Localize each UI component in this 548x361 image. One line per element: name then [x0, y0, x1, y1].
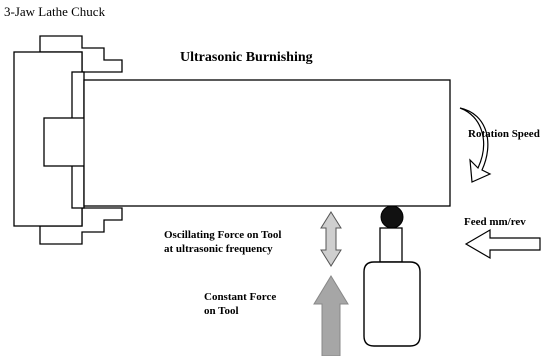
- tool-body: [363, 261, 421, 347]
- burnishing-ball-icon: [380, 205, 404, 229]
- oscillating-force-label: Oscillating Force on Tool at ultrasonic …: [164, 229, 282, 255]
- rotation-arrow-icon: [459, 107, 492, 183]
- tool-neck: [379, 227, 403, 263]
- feed-label: Feed mm/rev: [464, 216, 526, 228]
- diagram-title: Ultrasonic Burnishing: [180, 50, 313, 65]
- rotation-speed-label: Rotation Speed: [468, 128, 540, 140]
- oscillating-arrow-icon: [320, 211, 342, 267]
- constant-force-label: Constant Force on Tool: [204, 291, 277, 317]
- chuck-label: 3-Jaw Lathe Chuck: [4, 4, 106, 19]
- constant-force-arrow-icon: [313, 275, 349, 357]
- feed-arrow-icon: [464, 228, 541, 260]
- workpiece: [83, 79, 451, 207]
